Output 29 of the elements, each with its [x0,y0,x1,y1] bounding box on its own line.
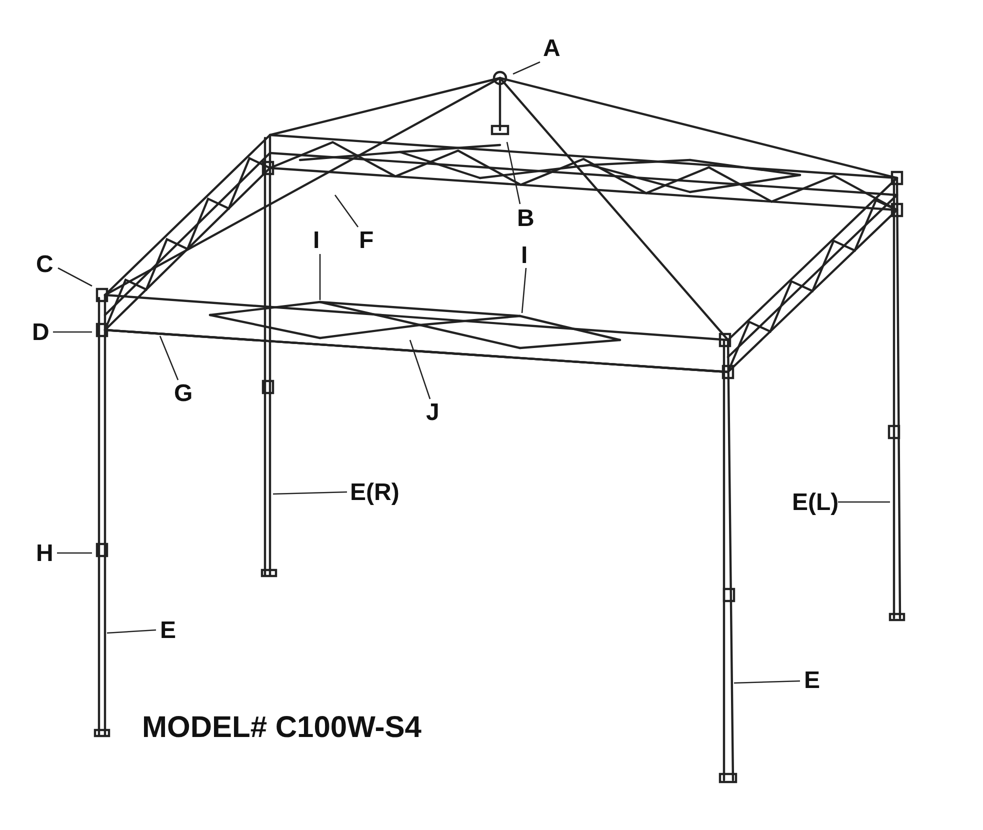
part-letter: D [32,320,50,346]
leader-line [334,194,359,228]
part-letter: G [174,381,193,407]
leader-line [512,61,540,75]
part-letter: B [517,206,534,232]
part-letter: E(R) [350,480,400,506]
part-letter: H [36,541,54,567]
part-letter: E [804,668,820,694]
leader-line [106,629,156,634]
leader-line [409,340,431,400]
leader-line [57,552,92,554]
leader-line [319,254,321,300]
leader-line [734,680,800,684]
leader-line [53,331,92,333]
part-letter: C [36,252,54,278]
leader-line [521,268,527,314]
part-letter: I [521,243,528,269]
part-letter: E [160,618,176,644]
part-letter: J [426,400,440,426]
model-number: MODEL# C100W-S4 [142,712,422,744]
leader-line [159,336,179,380]
leader-line [272,491,348,495]
part-letter: F [359,228,374,254]
leader-line [506,142,521,204]
leader-line [58,267,92,287]
part-letter: I [313,228,320,254]
leader-line [838,501,890,503]
part-letter: E(L) [792,490,839,516]
part-letter: A [543,36,560,62]
